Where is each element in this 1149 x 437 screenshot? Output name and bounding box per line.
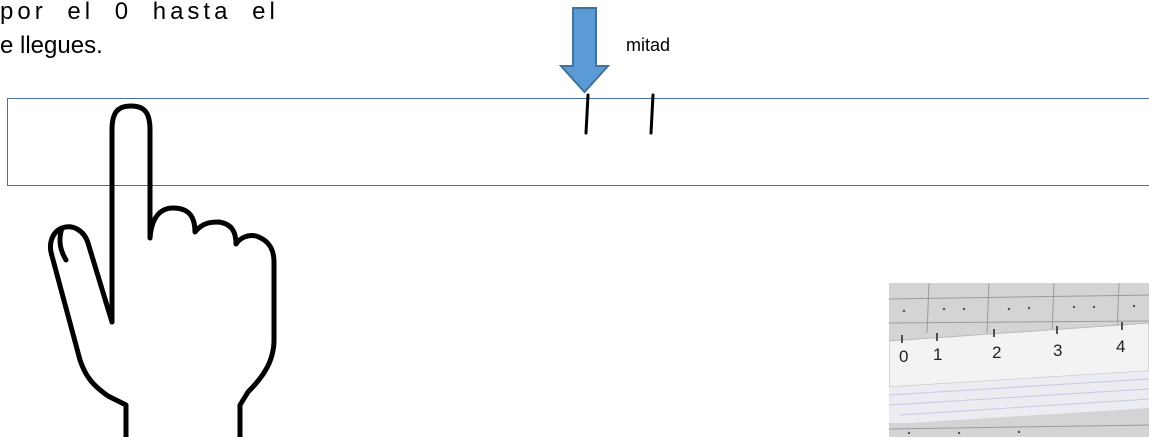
- pointing-hand-icon: [47, 103, 277, 437]
- down-arrow-icon: [558, 7, 611, 94]
- half-mark-tick: [584, 93, 590, 135]
- instruction-text-line-2: e llegues.: [0, 32, 103, 59]
- photo-label-1: 1: [933, 345, 943, 364]
- photo-label-0: 0: [899, 347, 909, 366]
- strip-photo-graphic: [889, 283, 1149, 437]
- photo-label-3: 3: [1053, 341, 1063, 360]
- photo-label-2: 2: [992, 343, 1002, 362]
- paper-strip-rectangle: [7, 98, 1149, 186]
- instruction-text-line-1: por el 0 hasta el: [0, 0, 279, 25]
- photo-label-4: 4: [1116, 337, 1126, 356]
- strip-photo: 0 1 2 3 4: [889, 283, 1149, 437]
- arrow-label: mitad: [626, 35, 671, 55]
- second-mark-tick: [649, 93, 655, 135]
